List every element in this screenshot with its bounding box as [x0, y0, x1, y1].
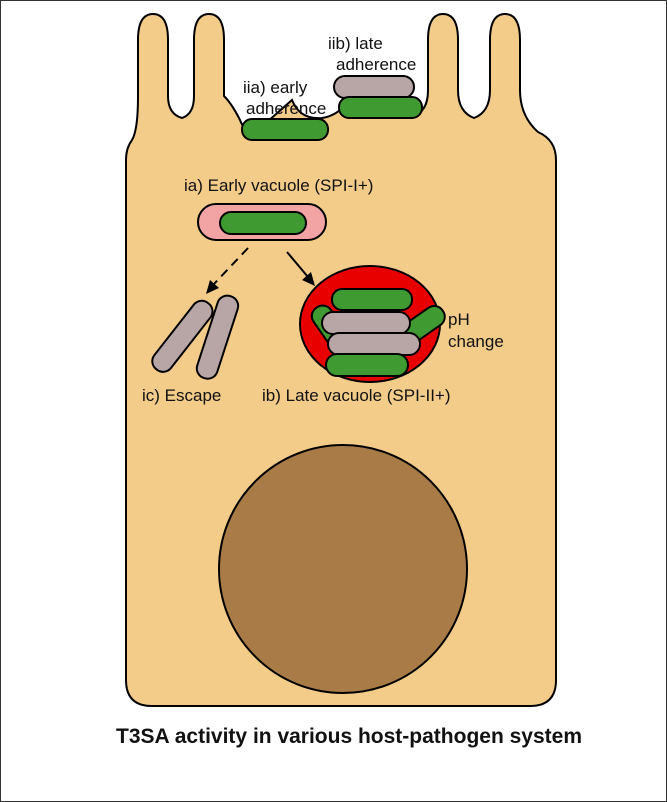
label-iia-line1: iia) early: [243, 78, 308, 97]
bacterium-early-adherence: [242, 119, 328, 140]
label-ib-late-vacuole: ib) Late vacuole (SPI-II+): [262, 386, 451, 405]
bacterium-late-adherence-grey: [334, 76, 414, 98]
nucleus: [219, 445, 467, 693]
bacterium-late-adherence-green: [339, 97, 422, 118]
late-vacuole-bacterium-grey-1: [322, 312, 410, 334]
label-iia-line2: adherence: [246, 99, 326, 118]
t3sa-diagram: iia) early adherence iib) late adherence…: [0, 0, 667, 740]
label-iib-line1: iib) late: [328, 34, 383, 53]
label-ph-line1: pH: [448, 310, 470, 329]
label-ph-line2: change: [448, 332, 504, 351]
label-ia-early-vacuole: ia) Early vacuole (SPI-I+): [184, 176, 373, 195]
figure-caption: T3SA activity in various host-pathogen s…: [116, 722, 636, 752]
late-vacuole-bacterium-bottom: [326, 354, 408, 376]
bacterium-in-early-vacuole: [220, 212, 306, 234]
late-vacuole-bacterium-top: [332, 289, 412, 310]
label-ic-escape: ic) Escape: [142, 386, 221, 405]
label-iib-line2: adherence: [336, 55, 416, 74]
late-vacuole-bacterium-grey-2: [328, 333, 420, 355]
